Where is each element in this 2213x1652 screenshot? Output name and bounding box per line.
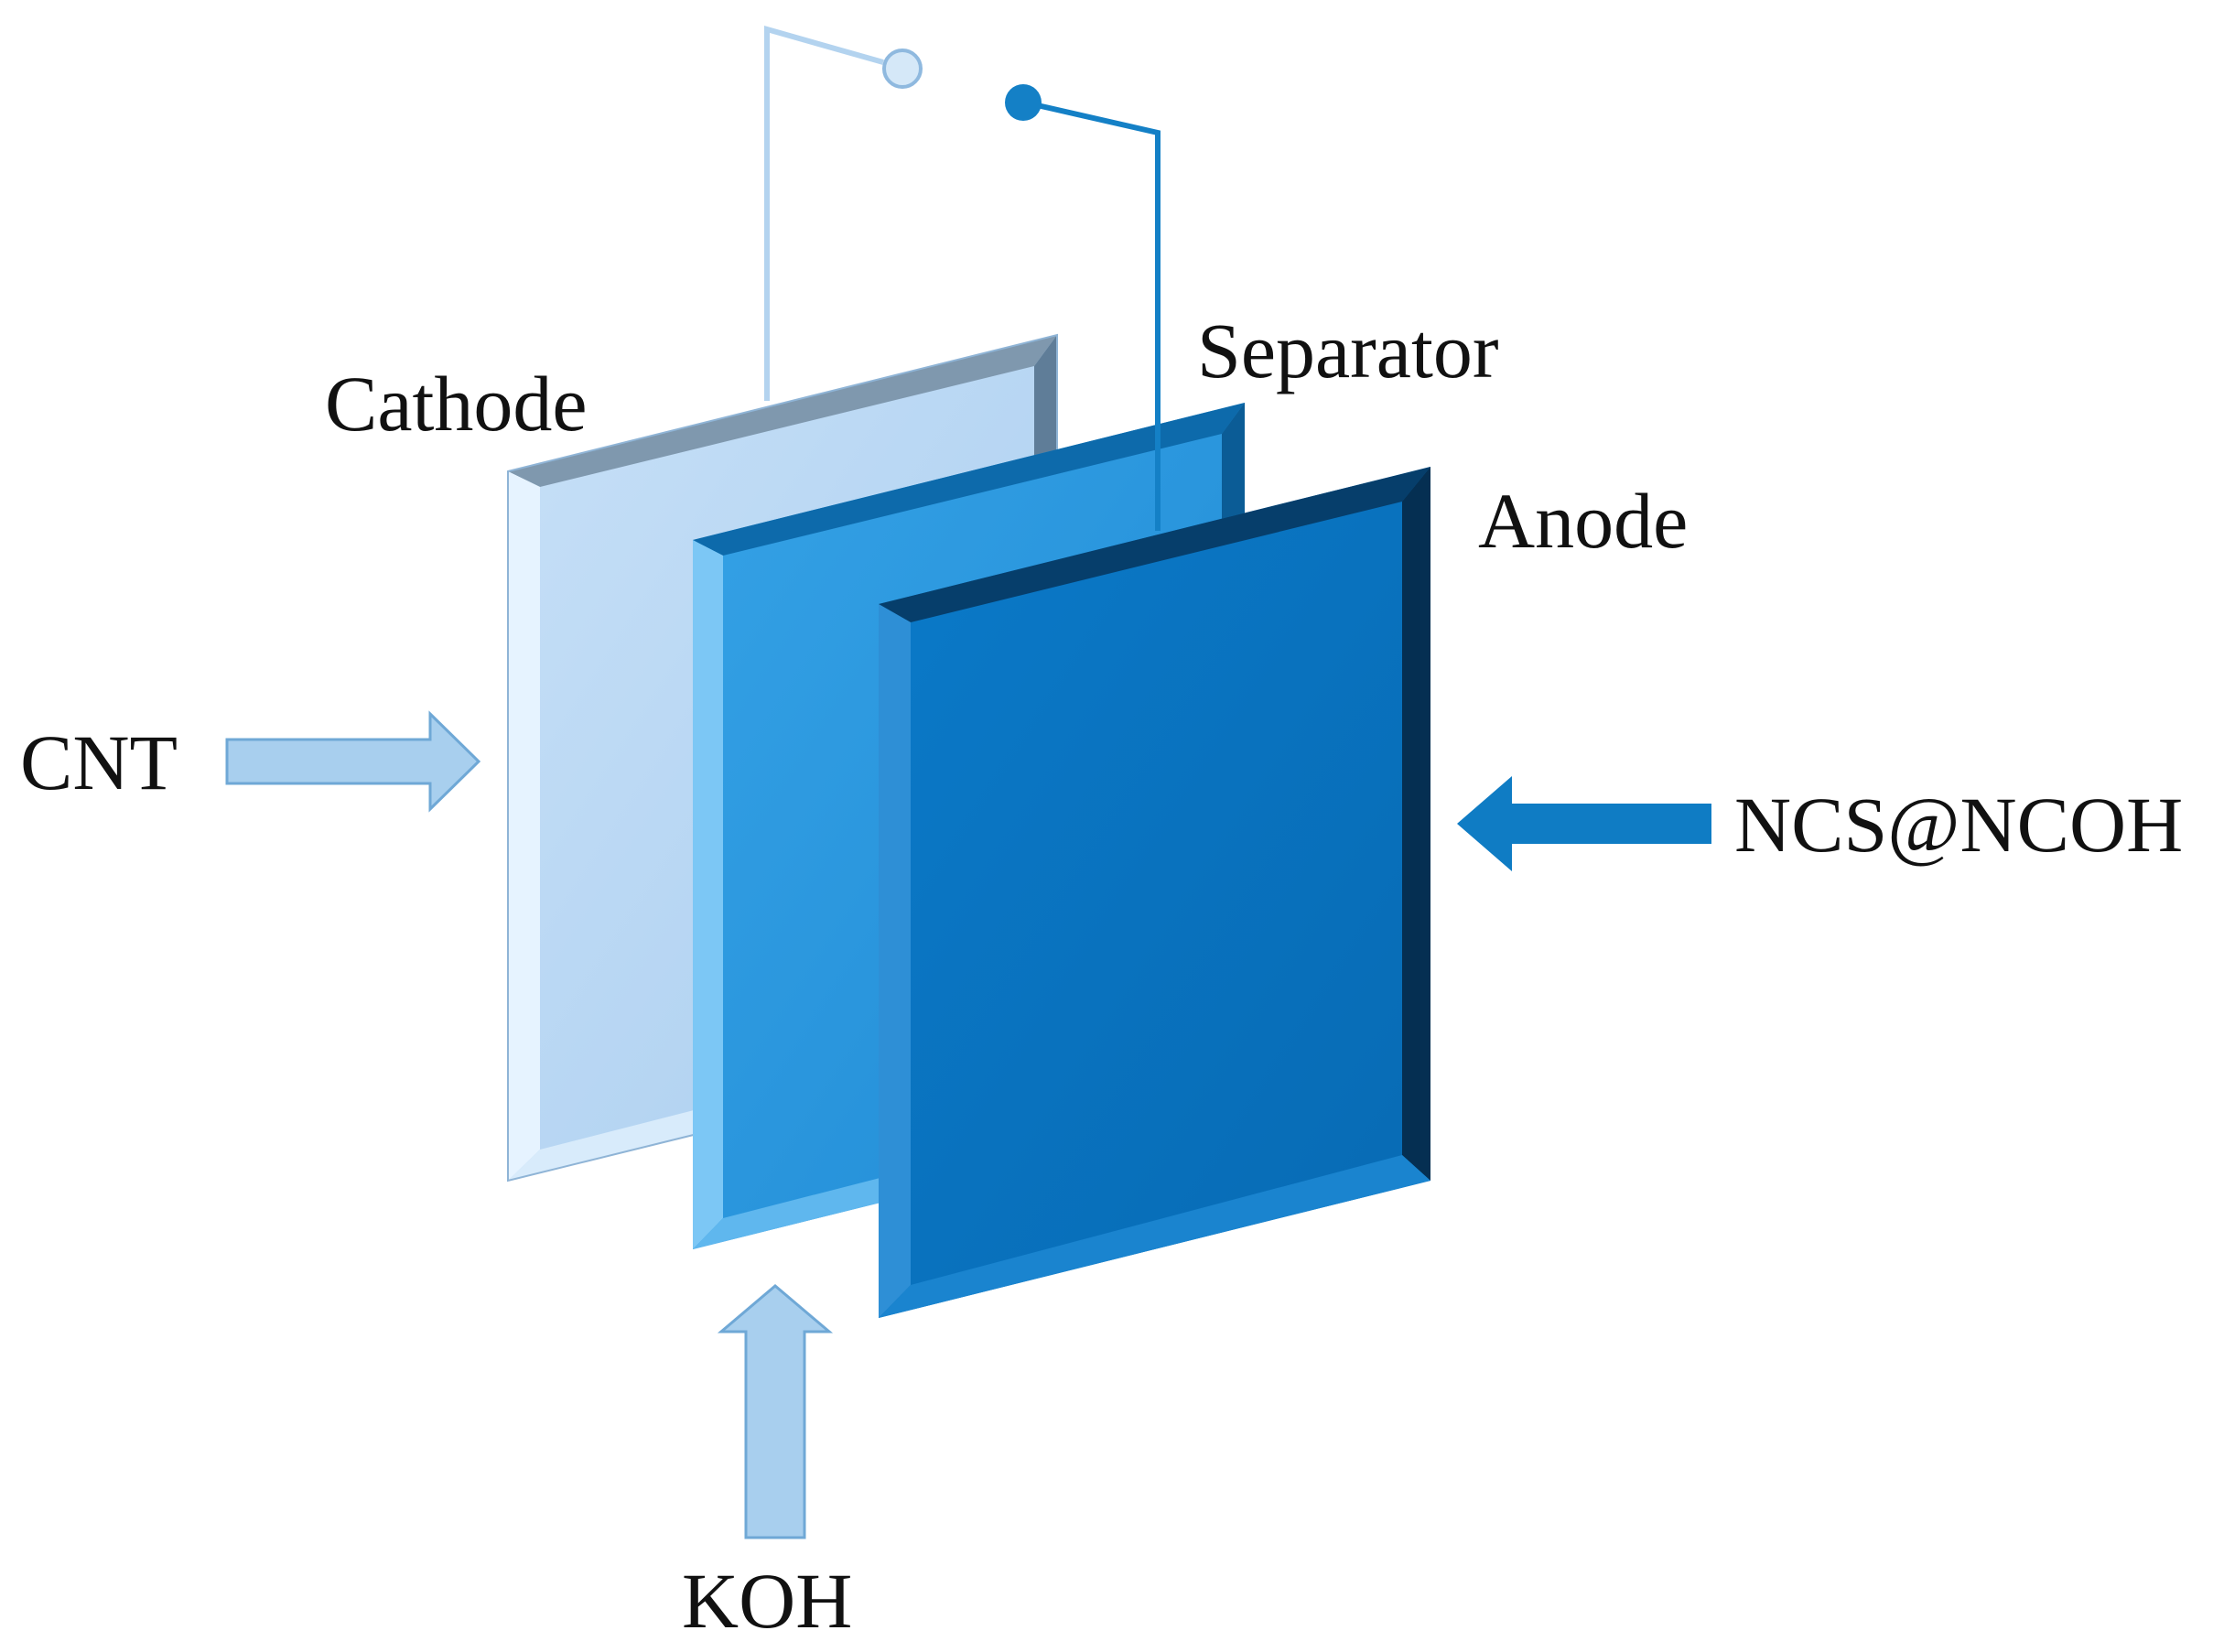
anode-bevel-right	[1402, 467, 1430, 1181]
anode-bevel-bottom	[879, 1155, 1430, 1318]
cathode-bevel-left	[508, 471, 540, 1181]
cathode-bevel-top	[508, 335, 1057, 487]
separator-bevel-top	[693, 403, 1245, 556]
anode-plate	[879, 467, 1430, 1318]
anode-face	[879, 467, 1430, 1318]
koh-arrow-icon	[717, 1284, 834, 1539]
anode-wire	[1024, 100, 1160, 531]
cathode-wire	[764, 26, 884, 401]
anode-label: Anode	[1478, 477, 1688, 565]
anode-bevel-left	[879, 604, 911, 1318]
anode-terminal-icon	[1005, 84, 1042, 121]
ncs-arrow-icon	[1457, 776, 1711, 871]
cathode-label: Cathode	[325, 360, 588, 448]
anode-bevel-top	[879, 467, 1430, 622]
ncs-label: NCS@NCOH	[1734, 781, 2183, 869]
cnt-label: CNT	[20, 718, 178, 806]
separator-label: Separator	[1197, 307, 1499, 394]
cathode-terminal-icon	[882, 49, 923, 89]
cnt-arrow-icon	[225, 710, 481, 813]
koh-label: KOH	[682, 1557, 852, 1645]
separator-bevel-left	[693, 540, 723, 1249]
